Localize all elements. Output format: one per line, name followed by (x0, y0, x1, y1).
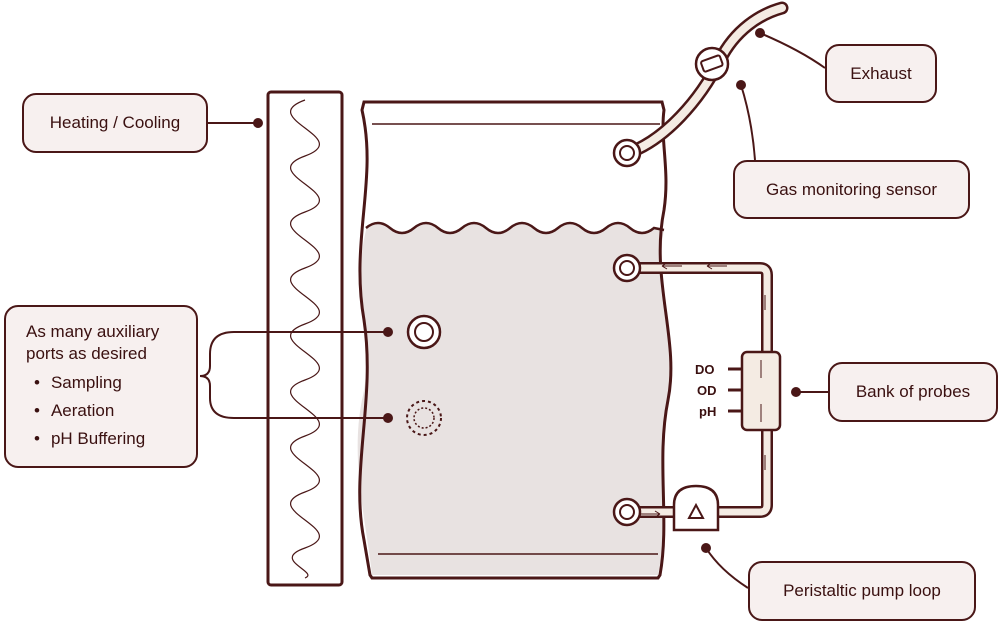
gas-monitoring-sensor-label: Gas monitoring sensor (733, 160, 970, 219)
probe-ph-label: pH (699, 404, 717, 419)
exhaust-label: Exhaust (825, 44, 937, 103)
aux-port-optional-icon (406, 400, 442, 436)
heating-jacket (266, 90, 344, 587)
leader-dots (253, 28, 801, 553)
aux-port-list: Sampling Aeration pH Buffering (26, 369, 196, 453)
pump-icon (672, 484, 720, 532)
exhaust-tube (612, 1, 789, 168)
heating-cooling-label: Heating / Cooling (22, 93, 208, 153)
auxiliary-ports-label: As many auxiliary ports as desired Sampl… (4, 305, 198, 468)
heating-coil (290, 99, 320, 579)
vessel-wall (358, 100, 673, 580)
bank-of-probes-label: Bank of probes (828, 362, 998, 422)
reactor-vessel (357, 100, 673, 580)
probe-do-label: DO (695, 362, 715, 377)
pump-loop (612, 253, 782, 532)
aux-item-ph-buffering: pH Buffering (34, 425, 196, 453)
peristaltic-pump-loop-label: Peristaltic pump loop (748, 561, 976, 621)
aux-item-sampling: Sampling (34, 369, 196, 397)
probe-bank (728, 350, 782, 432)
aux-title-line-2: ports as desired (26, 344, 147, 363)
aux-item-aeration: Aeration (34, 397, 196, 425)
liquid-surface (365, 221, 665, 235)
aux-title-line-1: As many auxiliary (26, 322, 160, 341)
liquid (357, 223, 671, 575)
probe-od-label: OD (697, 383, 717, 398)
